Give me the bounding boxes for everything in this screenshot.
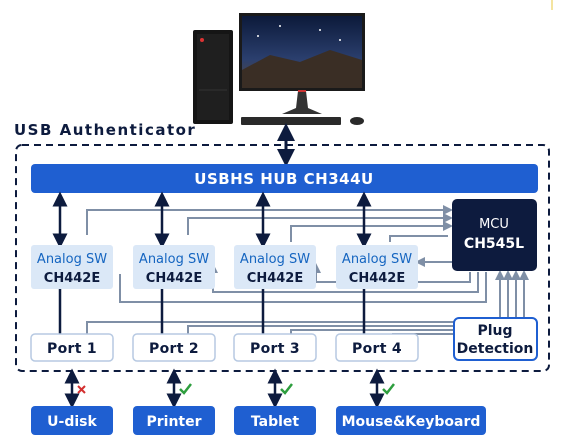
port-2: Port 2 — [132, 333, 216, 362]
port-label: Port 3 — [250, 341, 300, 357]
plug-label-line2: Detection — [457, 341, 534, 357]
analog-switch-2: Analog SW CH442E — [133, 245, 215, 289]
switch-port-lines — [58, 289, 366, 336]
switch-type-label: Analog SW — [342, 252, 412, 267]
device-printer: Printer — [133, 406, 215, 435]
mcu-box: MCU CH545L — [452, 199, 537, 271]
switch-chip-label: CH442E — [247, 271, 303, 286]
plug-detection-box: Plug Detection — [453, 317, 538, 361]
computer-illustration — [193, 13, 365, 125]
analog-switch-3: Analog SW CH442E — [234, 245, 316, 289]
usb-hub-bar — [31, 164, 538, 193]
switch-type-label: Analog SW — [139, 252, 209, 267]
device-label: U-disk — [47, 414, 97, 430]
check-icon — [382, 383, 395, 395]
authenticator-frame — [15, 144, 550, 372]
plug-label-line1: Plug — [477, 323, 512, 339]
port-1: Port 1 — [30, 333, 114, 362]
hub-switch-arrows — [52, 191, 372, 249]
port-4: Port 4 — [335, 333, 419, 362]
port-label: Port 1 — [47, 341, 97, 357]
check-icon — [179, 383, 192, 395]
device-link-arrows — [64, 368, 385, 409]
keyboard-icon — [241, 117, 341, 125]
switch-chip-label: CH442E — [349, 271, 405, 286]
usb-hub-label: USBHS HUB CH344U — [194, 170, 373, 188]
switch-chip-label: CH442E — [44, 271, 100, 286]
port-label: Port 4 — [352, 341, 402, 357]
device-u-disk: U-disk — [31, 406, 113, 435]
device-tablet: Tablet — [234, 406, 316, 435]
switch-chip-label: CH442E — [146, 271, 202, 286]
switch-type-label: Analog SW — [240, 252, 310, 267]
monitor-icon — [239, 13, 365, 114]
analog-switch-4: Analog SW CH442E — [336, 245, 418, 289]
port-3: Port 3 — [233, 333, 317, 362]
device-label: Printer — [146, 414, 201, 430]
device-label: Tablet — [251, 414, 300, 430]
authenticator-title: USB Authenticator — [14, 121, 196, 139]
device-mouse-keyboard: Mouse&Keyboard — [336, 406, 486, 435]
switch-type-label: Analog SW — [37, 252, 107, 267]
cross-icon — [77, 385, 86, 394]
analog-switch-1: Analog SW CH442E — [31, 245, 113, 289]
control-lines — [86, 205, 529, 335]
mouse-icon — [350, 117, 364, 125]
check-icon — [280, 383, 293, 395]
port-label: Port 2 — [149, 341, 199, 357]
device-label: Mouse&Keyboard — [342, 414, 481, 430]
mcu-chip-label: CH545L — [464, 236, 524, 252]
pc-tower-icon — [193, 30, 233, 124]
mcu-label: MCU — [479, 217, 509, 232]
